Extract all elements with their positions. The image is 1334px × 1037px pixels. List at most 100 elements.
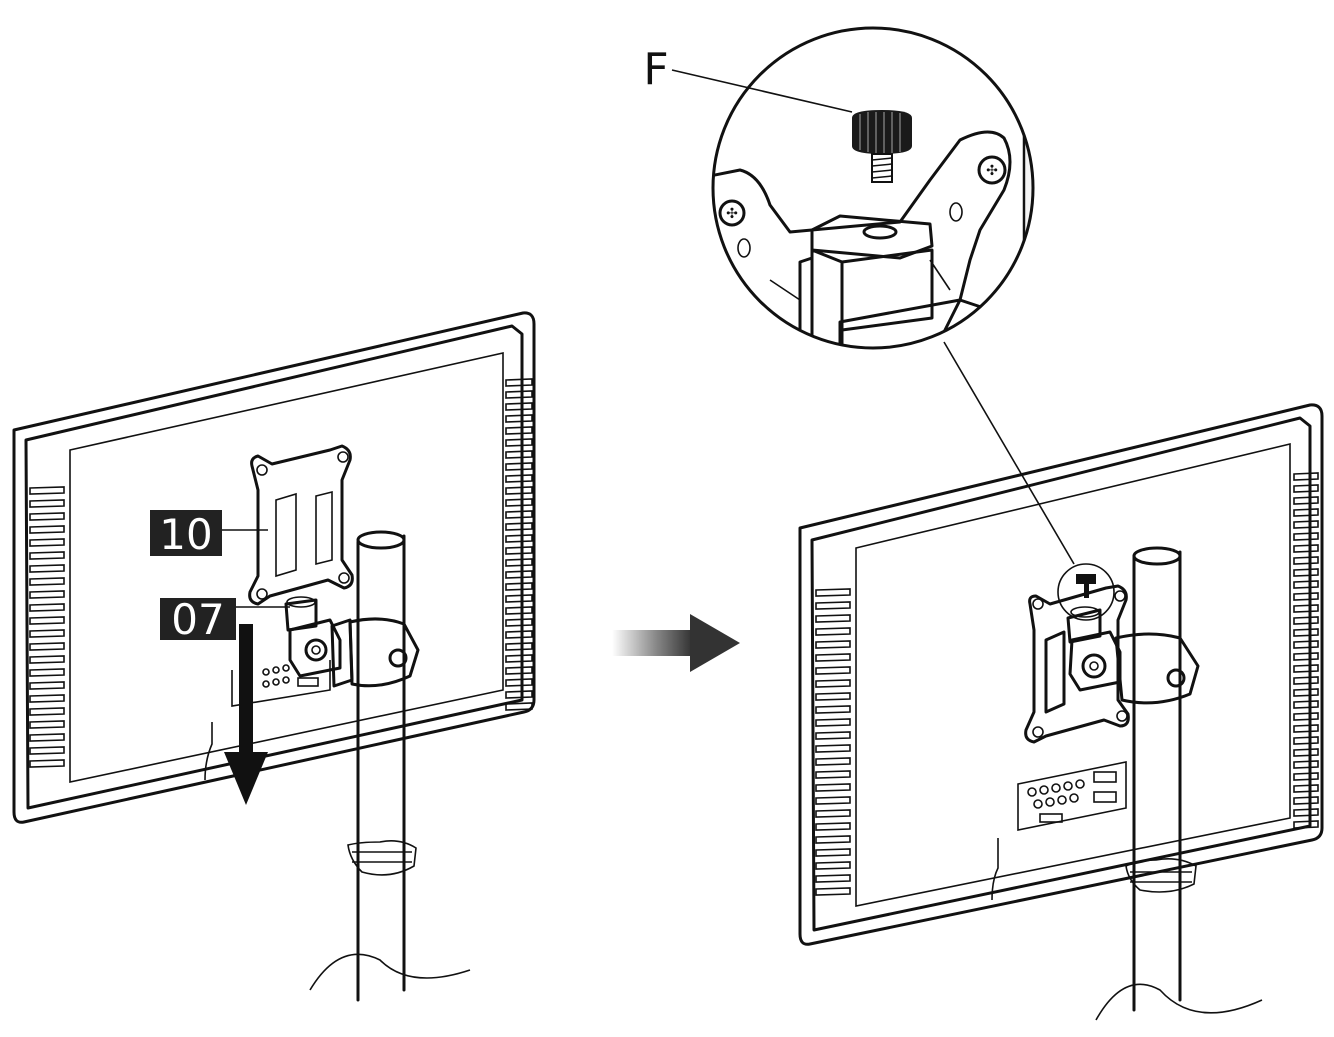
vent-slot [505,510,533,519]
vent-slot [505,678,533,687]
right-monitor [798,403,1324,946]
vent-slot [1293,796,1319,805]
vent-slot [29,538,65,547]
vent-slot [505,570,533,579]
right-monitor-vents-left [815,588,851,896]
vent-slot [1293,472,1319,481]
vent-slot [1293,628,1319,637]
vent-slot [815,666,851,675]
vent-slot [505,498,533,507]
vent-slot [1293,676,1319,685]
vent-slot [505,534,533,543]
detail-bracket-plate [713,130,1012,348]
vent-slot [1293,808,1319,817]
vent-slot [505,558,533,567]
vent-slot [1293,784,1319,793]
vent-slot [815,887,851,896]
vent-slot [505,606,533,615]
vent-slot [1293,772,1319,781]
vent-slot [815,757,851,766]
right-monitor-ports [1017,761,1127,831]
right-stand-pole [1095,546,1263,1021]
vent-slot [29,629,65,638]
vent-slot [29,499,65,508]
vent-slot [505,546,533,555]
vent-slot [505,486,533,495]
svg-text:✣: ✣ [986,163,998,179]
vent-slot [815,640,851,649]
vent-slot [815,692,851,701]
right-monitor-vents-right [1293,472,1319,829]
callout-knob: F [643,44,853,113]
vent-slot [1293,592,1319,601]
vent-slot [815,731,851,740]
vent-slot [29,525,65,534]
vent-slot [29,603,65,612]
vent-slot [815,679,851,688]
vent-slot [29,616,65,625]
vent-slot [1293,748,1319,757]
vent-slot [1293,652,1319,661]
vent-slot [1293,820,1319,829]
vent-slot [505,582,533,591]
vent-slot [29,642,65,651]
vent-slot [505,702,533,711]
vent-slot [1293,700,1319,709]
vent-slot [505,618,533,627]
vent-slot [815,861,851,870]
callout-knob-label: F [643,44,668,95]
vent-slot [815,705,851,714]
left-monitor-ports [231,660,331,707]
vent-slot [505,474,533,483]
vent-slot [29,759,65,768]
vent-slot [1293,616,1319,625]
direction-down-arrow-icon [224,624,268,805]
vent-slot [815,783,851,792]
vent-slot [29,486,65,495]
vent-slot [505,654,533,663]
vent-slot [1293,532,1319,541]
vent-slot [29,668,65,677]
vent-slot [505,666,533,675]
vent-slot [1293,688,1319,697]
vent-slot [29,655,65,664]
right-vesa-bracket [1024,584,1130,744]
vent-slot [505,438,533,447]
vent-slot [505,522,533,531]
vent-slot [1293,604,1319,613]
vent-slot [815,835,851,844]
vent-slot [29,720,65,729]
vent-slot [815,796,851,805]
vent-slot [815,744,851,753]
vent-slot [1293,580,1319,589]
vent-slot [1293,568,1319,577]
vent-slot [1293,508,1319,517]
vent-slot [1293,664,1319,673]
vent-slot [505,630,533,639]
vent-slot [1293,520,1319,529]
vent-slot [815,822,851,831]
left-monitor [12,311,536,824]
vent-slot [29,681,65,690]
vent-slot [505,426,533,435]
vent-slot [29,564,65,573]
vent-slot [505,462,533,471]
detail-leader-line [943,341,1075,565]
vent-slot [1293,712,1319,721]
vent-slot [29,512,65,521]
vent-slot [815,653,851,662]
vent-slot [815,627,851,636]
vent-slot [29,590,65,599]
thumb-screw-icon [852,110,912,183]
vent-slot [1293,556,1319,565]
vent-slot [815,809,851,818]
detail-magnifier: ✣ ✣ [711,26,1035,350]
progress-right-arrow-icon [612,614,740,672]
right-clamp-mount [1066,606,1200,705]
left-clamp-mount [284,596,420,688]
vesa-bracket-plate [248,444,354,606]
callout-mount: 07 [160,595,290,644]
vent-slot [505,690,533,699]
vent-slot [29,707,65,716]
